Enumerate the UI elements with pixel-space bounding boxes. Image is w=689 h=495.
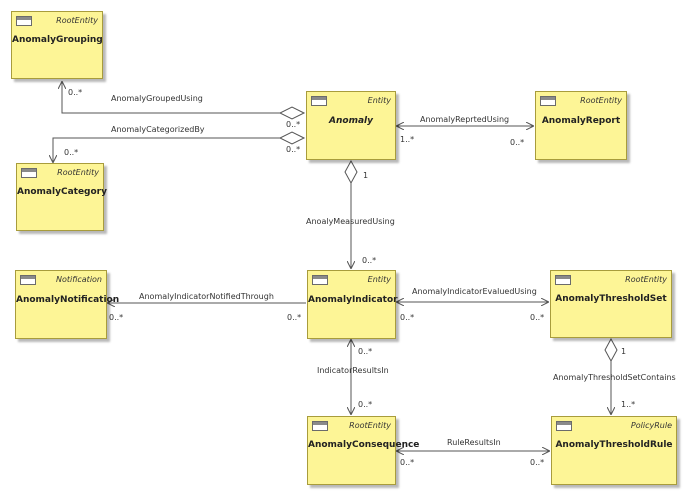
- multiplicity-label: 0..*: [68, 88, 82, 97]
- stereotype-label: RootEntity: [57, 168, 99, 177]
- multiplicity-label: 0..*: [286, 145, 300, 154]
- class-icon: [312, 275, 328, 285]
- multiplicity-label: 1: [621, 347, 626, 356]
- relation-label: AnomalyReprtedUsing: [420, 115, 509, 124]
- relation-anomaly-categorized-by[interactable]: [53, 131, 306, 162]
- multiplicity-label: 0..*: [358, 400, 372, 409]
- class-anomaly[interactable]: Entity Anomaly: [306, 91, 396, 160]
- class-name: AnomalyReport: [541, 116, 621, 126]
- multiplicity-label: 0..*: [362, 256, 376, 265]
- relation-label: AnoalyMeasuredUsing: [306, 217, 395, 226]
- class-name: AnomalyCategory: [17, 187, 107, 197]
- class-anomaly-threshold-set[interactable]: RootEntity AnomalyThresholdSet: [550, 270, 672, 338]
- multiplicity-label: 0..*: [109, 313, 123, 322]
- multiplicity-label: 0..*: [400, 458, 414, 467]
- relation-label: AnomalyThresholdSetContains: [553, 373, 676, 382]
- class-anomaly-indicator[interactable]: Entity AnomalyIndicator: [307, 270, 398, 339]
- stereotype-label: RootEntity: [349, 421, 391, 430]
- stereotype-label: Entity: [367, 275, 391, 284]
- class-anomaly-notification[interactable]: Notification AnomalyNotification: [15, 270, 120, 339]
- class-name: AnomalyIndicator: [308, 295, 398, 305]
- multiplicity-label: 0..*: [530, 313, 544, 322]
- class-anomaly-grouping[interactable]: RootEntity AnomalyGrouping: [11, 11, 103, 79]
- class-name: AnomalyConsequence: [308, 440, 420, 450]
- relation-label: RuleResultsIn: [447, 438, 501, 447]
- multiplicity-label: 0..*: [287, 313, 301, 322]
- class-icon: [556, 421, 572, 431]
- multiplicity-label: 0..*: [64, 148, 78, 157]
- relation-threshold-set-contains[interactable]: [604, 337, 618, 414]
- multiplicity-label: 0..*: [510, 138, 524, 147]
- multiplicity-label: 1..*: [621, 400, 635, 409]
- class-name: AnomalyThresholdRule: [555, 440, 673, 450]
- class-icon: [16, 16, 32, 26]
- class-name: AnomalyGrouping: [12, 35, 103, 45]
- class-anomaly-report[interactable]: RootEntity AnomalyReport: [535, 91, 627, 160]
- class-anomaly-threshold-rule[interactable]: PolicyRule AnomalyThresholdRule: [551, 416, 677, 485]
- class-icon: [312, 421, 328, 431]
- stereotype-label: Notification: [55, 275, 102, 284]
- stereotype-label: RootEntity: [56, 16, 98, 25]
- relation-label: AnomalyIndicatorEvaluedUsing: [412, 287, 537, 296]
- multiplicity-label: 0..*: [358, 347, 372, 356]
- relation-label: AnomalyIndicatorNotifiedThrough: [139, 292, 274, 301]
- relation-anomaly-measured-using[interactable]: [344, 159, 358, 268]
- class-icon: [21, 168, 37, 178]
- class-name: AnomalyThresholdSet: [555, 294, 667, 304]
- class-anomaly-category[interactable]: RootEntity AnomalyCategory: [16, 163, 107, 231]
- multiplicity-label: 1..*: [400, 135, 414, 144]
- stereotype-label: Entity: [367, 96, 391, 105]
- class-name: Anomaly: [329, 116, 373, 126]
- class-icon: [311, 96, 327, 106]
- class-name: AnomalyNotification: [16, 295, 120, 305]
- multiplicity-label: 0..*: [286, 120, 300, 129]
- stereotype-label: RootEntity: [580, 96, 622, 105]
- class-icon: [540, 96, 556, 106]
- class-icon: [555, 275, 571, 285]
- multiplicity-label: 0..*: [400, 313, 414, 322]
- multiplicity-label: 0..*: [530, 458, 544, 467]
- relation-label: AnomalyGroupedUsing: [111, 94, 203, 103]
- relation-label: IndicatorResultsIn: [317, 366, 389, 375]
- relation-anomaly-grouped-using[interactable]: [62, 82, 306, 120]
- stereotype-label: PolicyRule: [630, 421, 672, 430]
- multiplicity-label: 1: [363, 171, 368, 180]
- class-anomaly-consequence[interactable]: RootEntity AnomalyConsequence: [307, 416, 420, 485]
- stereotype-label: RootEntity: [625, 275, 667, 284]
- relation-label: AnomalyCategorizedBy: [111, 125, 205, 134]
- class-icon: [20, 275, 36, 285]
